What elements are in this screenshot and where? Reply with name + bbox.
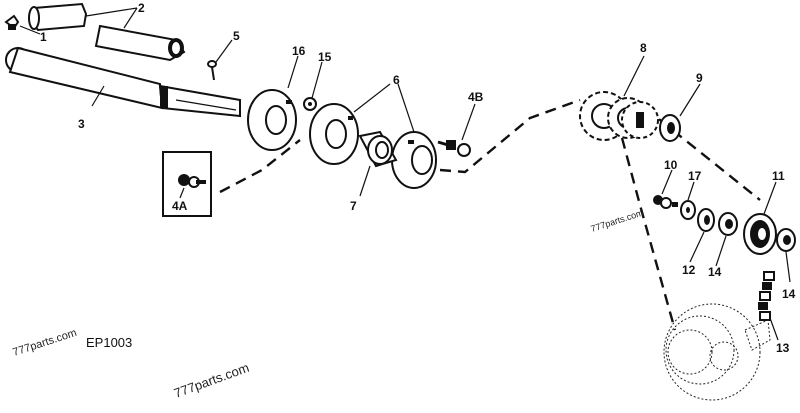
watermark-2: 777parts.com [11, 327, 78, 359]
flange-plate-right [391, 131, 437, 189]
washer-14-left [718, 212, 738, 236]
callout-3: 3 [78, 117, 85, 131]
callout-4a: 4A [172, 199, 188, 213]
callout-14-left: 14 [708, 265, 722, 279]
callout-7: 7 [350, 199, 357, 213]
callout-17: 17 [688, 169, 702, 183]
callout-15: 15 [318, 50, 332, 64]
callout-5: 5 [233, 29, 240, 43]
drawing-code: EP1003 [86, 335, 132, 350]
phantom-drive-sprocket [663, 303, 771, 401]
sprocket-set [579, 91, 659, 141]
watermark-3: 777parts.com [172, 360, 251, 401]
grease-fitting [4, 14, 20, 30]
callout-12: 12 [682, 263, 696, 277]
alignment-path-left [219, 139, 301, 194]
washer-9 [659, 114, 681, 142]
callout-11: 11 [772, 169, 785, 183]
inset-box-4a [162, 151, 212, 217]
callout-4b: 4B [468, 90, 484, 104]
chain-path-left [620, 137, 677, 331]
idler-sprocket [743, 213, 777, 255]
bolt-10 [653, 195, 678, 209]
leader-lines [19, 7, 791, 341]
flange-plate-left [309, 103, 359, 165]
callout-1: 1 [40, 30, 47, 44]
nut [303, 97, 317, 111]
bearing [358, 130, 398, 168]
roller-chain [758, 271, 775, 321]
alignment-path-middle [439, 98, 581, 174]
shaft [5, 46, 241, 118]
bolt-4b [437, 140, 471, 157]
callout-8: 8 [640, 41, 647, 55]
callout-13: 13 [776, 341, 790, 355]
washer-17 [680, 200, 696, 220]
callout-2: 2 [138, 1, 145, 15]
cotter-pin [207, 60, 217, 81]
watermark-1: 777parts.com [590, 208, 645, 234]
hub [247, 89, 297, 151]
callout-9: 9 [696, 71, 703, 85]
callout-6: 6 [393, 73, 400, 87]
washer-14-right [776, 228, 796, 252]
bushing-lower [94, 24, 186, 62]
bushing-upper [28, 2, 88, 32]
callout-16: 16 [292, 44, 306, 58]
callout-10: 10 [664, 158, 678, 172]
callout-14-right: 14 [782, 287, 796, 301]
washer-12 [697, 208, 715, 232]
